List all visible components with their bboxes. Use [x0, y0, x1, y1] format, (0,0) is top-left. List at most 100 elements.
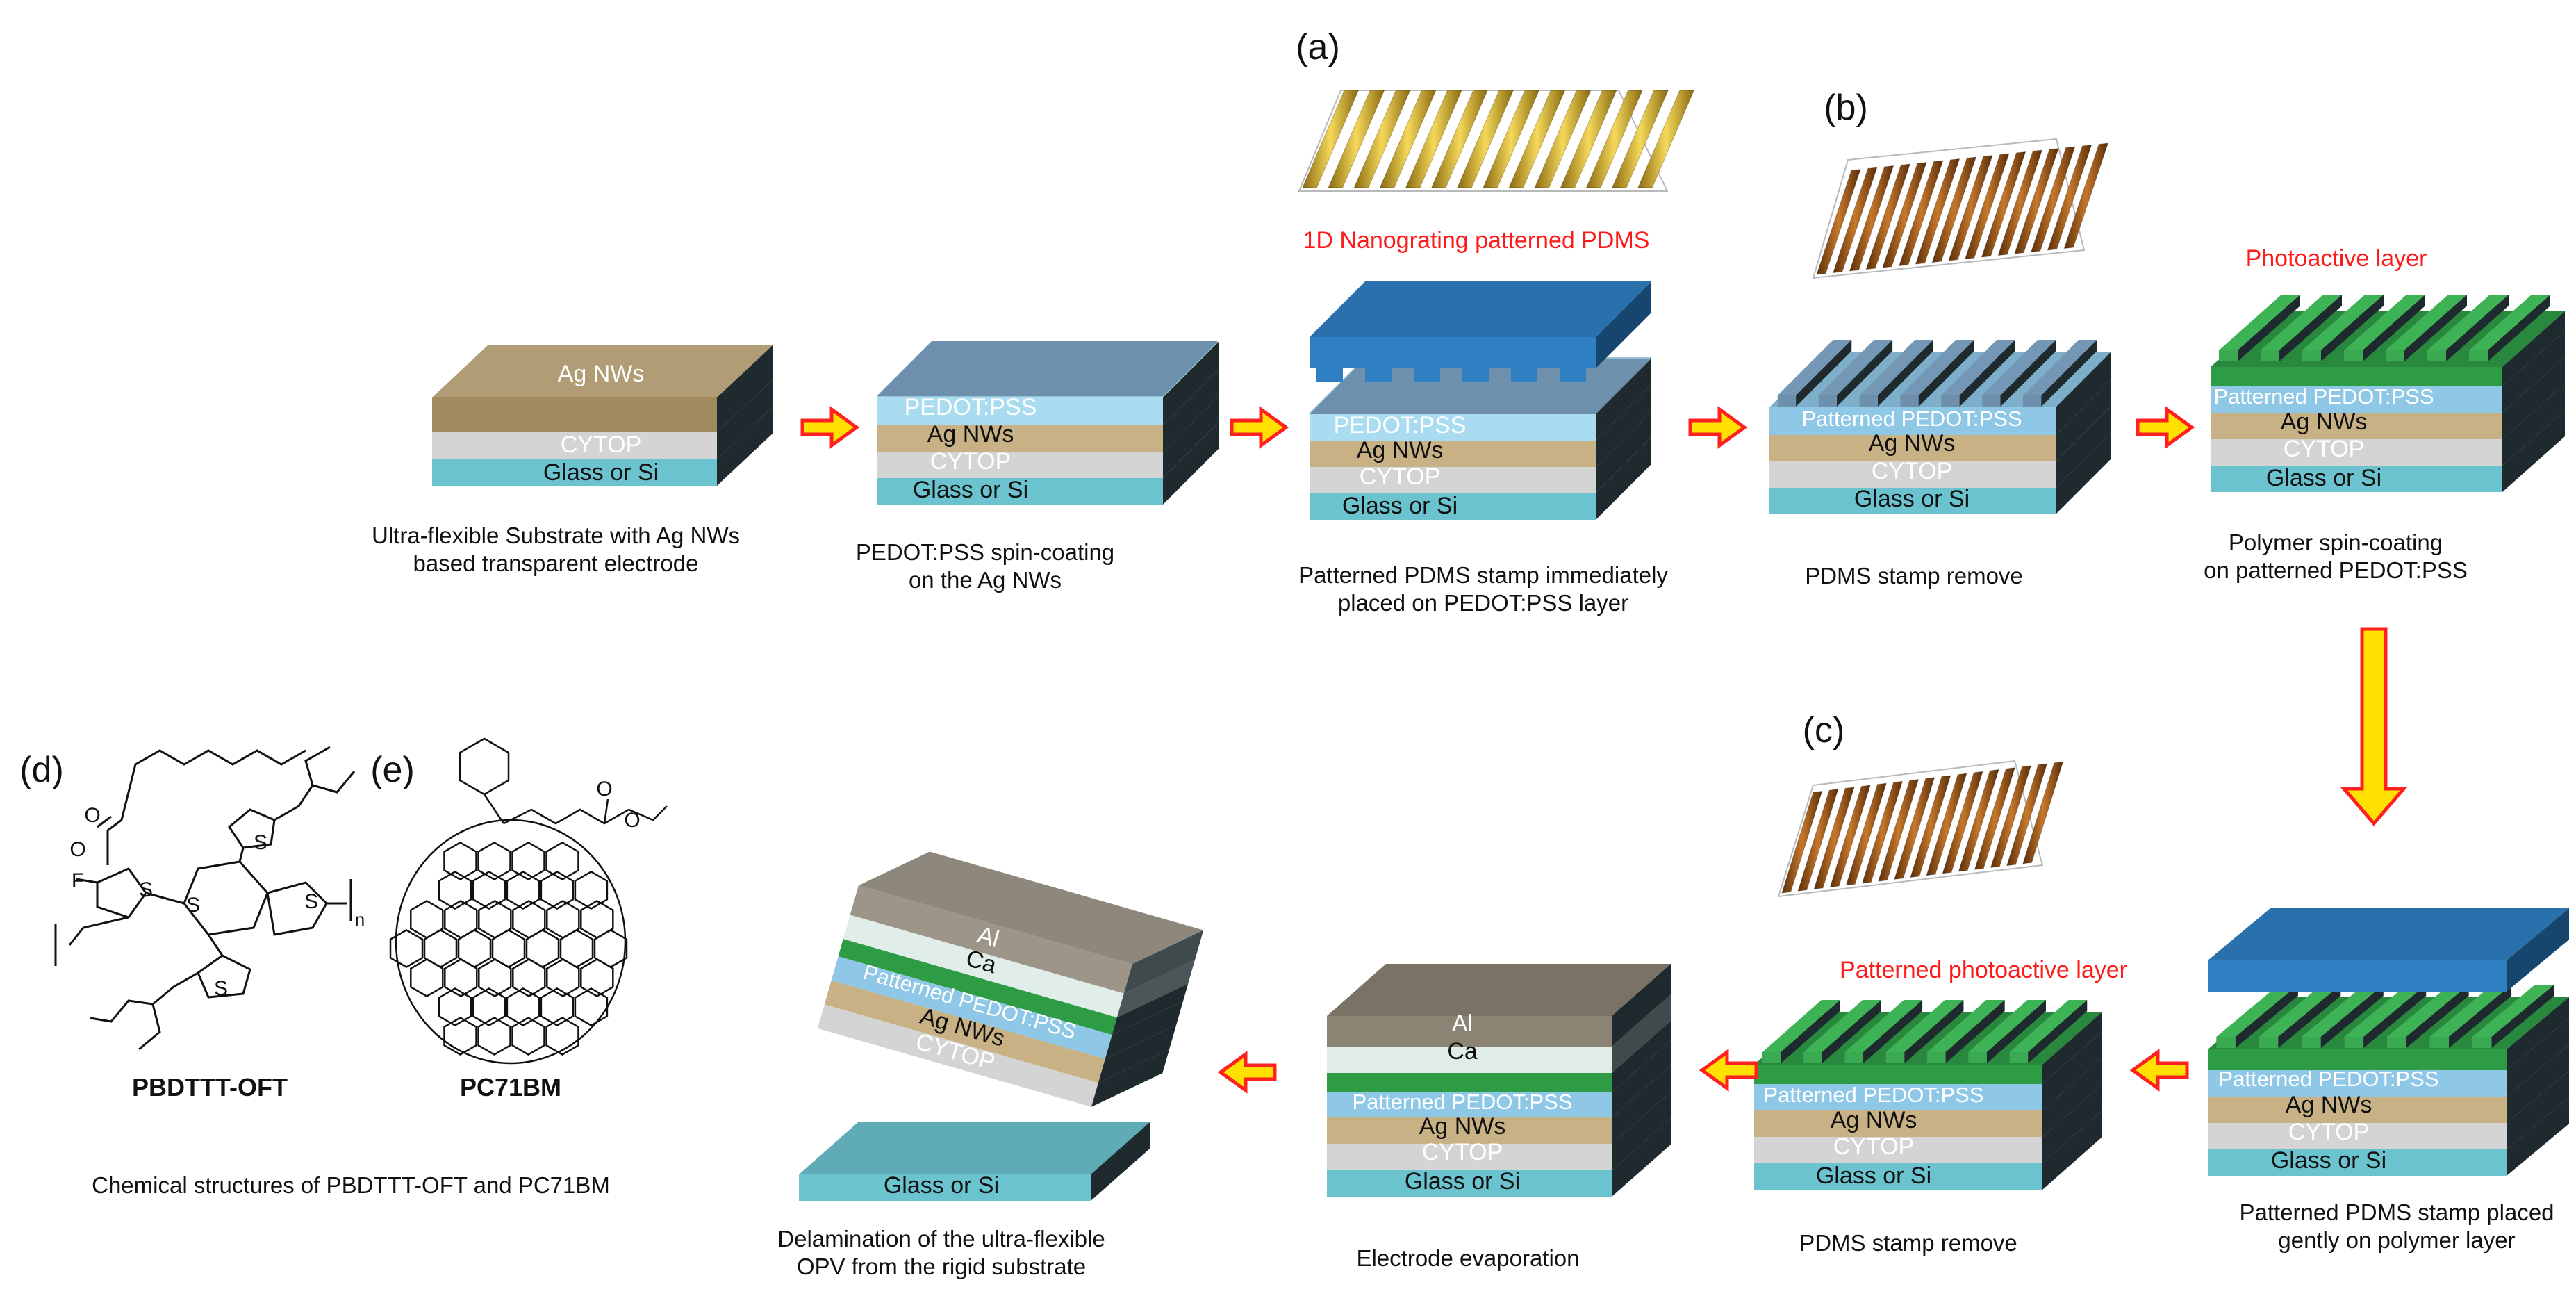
pdms-stamp-body	[2208, 908, 2569, 992]
glass-layer	[2208, 1097, 2569, 1176]
right-arrow	[800, 406, 860, 449]
panel-label-b: (b)	[1824, 88, 1868, 128]
cage-ring	[540, 870, 575, 910]
panel-label-a: (a)	[1296, 27, 1340, 67]
afm-ridge	[1878, 778, 1919, 882]
ag-nws-layer	[2208, 1044, 2569, 1123]
cage-ring	[443, 1016, 477, 1056]
afm-ridge	[1942, 771, 1983, 874]
afm-ridge	[1849, 165, 1894, 272]
pbdttt-oft-structure	[54, 746, 356, 1051]
atom-o: O	[69, 838, 85, 861]
afm-ridge	[1965, 153, 2010, 260]
right-arrow	[1688, 406, 1748, 449]
atom-f: F	[72, 869, 84, 892]
label-ca: Ca	[1447, 1038, 1478, 1065]
cage-ring	[478, 958, 512, 998]
left-arrow	[2129, 1049, 2189, 1092]
cytop-layer	[432, 380, 773, 459]
afm-ridge	[1457, 90, 1514, 188]
cage-ring	[545, 1016, 579, 1056]
afm-ridge	[1560, 90, 1617, 188]
afm-ridge	[1353, 90, 1411, 188]
caption-step-8-line-1: Electrode evaporation	[1356, 1245, 1579, 1271]
label-glass: Glass or Si	[2266, 465, 2381, 491]
glass-layer	[1769, 432, 2111, 514]
afm-image-b	[1812, 138, 2109, 279]
atom-s: S	[254, 831, 267, 854]
cytop-layer	[2211, 384, 2565, 466]
label-glass: Glass or Si	[1854, 486, 1970, 512]
caption-step-6-line-2: gently on polymer layer	[2278, 1227, 2515, 1253]
cage-ring	[443, 841, 477, 881]
glass-layer	[1310, 438, 1651, 520]
atom-s: S	[214, 977, 228, 1000]
glass-layer	[2211, 410, 2565, 492]
label-cytop: CYTOP	[930, 448, 1012, 475]
afm-ridge	[2031, 146, 2076, 253]
ca-layer	[843, 915, 1196, 1018]
afm-ridge	[1816, 169, 1861, 275]
stack-step-6	[2208, 908, 2569, 1176]
afm-ridge	[1508, 90, 1566, 188]
afm-ridge	[1781, 790, 1823, 894]
cage-ring	[477, 841, 511, 881]
label-glass: Glass or Si	[2271, 1147, 2386, 1174]
patterned-pedot-layer	[831, 956, 1184, 1059]
cage-ring	[438, 870, 472, 910]
afm-ridge	[2063, 142, 2109, 249]
label-patterned-pedot: Patterned PEDOT:PSS	[1763, 1083, 1983, 1107]
label-ag-nws: Ag NWs	[1831, 1107, 1917, 1133]
cage-ring	[410, 958, 444, 998]
cage-ring	[574, 870, 609, 910]
afm-ridge	[1997, 149, 2043, 256]
al-layer	[850, 851, 1204, 994]
down-arrow	[2340, 627, 2408, 826]
glass-layer	[432, 407, 773, 486]
label-cytop: CYTOP	[1833, 1133, 1915, 1160]
afm-ridge	[1981, 151, 2026, 258]
photoactive-surface	[2219, 295, 2550, 361]
caption-step-3-line-2: placed on PEDOT:PSS layer	[1338, 590, 1628, 616]
afm-image-c	[1777, 760, 2064, 898]
cage-ring	[512, 958, 546, 998]
label-cytop: CYTOP	[1872, 458, 1953, 484]
cytop-layer	[1327, 1092, 1671, 1170]
label-pedot: PEDOT:PSS	[1334, 412, 1467, 438]
cage-ring	[506, 870, 540, 910]
afm-ridge	[1899, 160, 1944, 267]
patterned-photoactive-label: Patterned photoactive layer	[1840, 957, 2127, 983]
ag-nws-layer	[1754, 1058, 2102, 1137]
glass-layer	[877, 423, 1219, 505]
patterned-pedot-layer	[1327, 1040, 1671, 1117]
atom-s: S	[139, 878, 153, 901]
afm-ridge	[1910, 775, 1951, 878]
photoactive-grating	[1762, 1000, 2088, 1063]
afm-ridge	[1534, 90, 1592, 188]
afm-ridge	[1483, 90, 1540, 188]
afm-ridge	[1829, 785, 1871, 888]
stack-step-1	[432, 345, 773, 486]
label-ag-nws: Ag NWs	[1357, 437, 1444, 464]
afm-ridge	[1379, 90, 1437, 188]
stack-step-8	[1327, 964, 1671, 1197]
patterned-pedot-layer	[2211, 331, 2565, 413]
caption-step-9-line-2: OPV from the rigid substrate	[797, 1254, 1086, 1279]
cage-ring	[506, 987, 540, 1027]
afm-ridge	[2022, 761, 2064, 864]
glass-layer	[1327, 1118, 1671, 1197]
afm-ridge	[2047, 145, 2092, 251]
photoactive-layer	[838, 939, 1189, 1035]
cytop-layer	[817, 1004, 1170, 1107]
right-arrow	[2136, 406, 2195, 449]
label-patterned-pedot: Patterned PEDOT:PSS	[2213, 384, 2434, 409]
atom-o: O	[624, 809, 640, 832]
right-arrow	[1230, 406, 1289, 449]
afm-ridge	[1931, 156, 1977, 263]
pdms-stamp-body	[1310, 281, 1651, 368]
label-glass: Glass or Si	[1342, 493, 1458, 519]
label-patterned-pedot: Patterned PEDOT:PSS	[1801, 407, 2022, 431]
caption-step-1-line-1: Ultra-flexible Substrate with Ag NWs	[372, 523, 740, 548]
pc71bm-name: PC71BM	[460, 1073, 561, 1101]
ag-nws-layer	[2211, 357, 2565, 439]
